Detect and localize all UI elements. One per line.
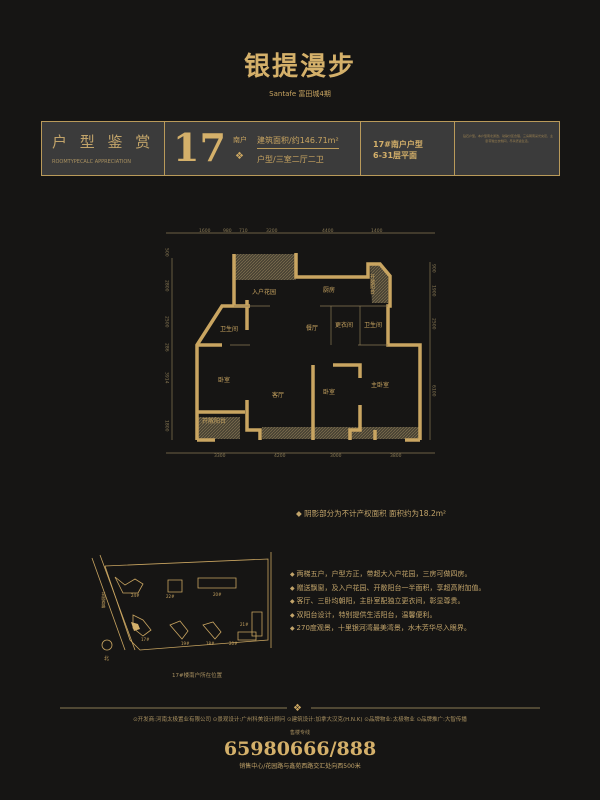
shaded-areas [198, 254, 420, 439]
room-label: 开敞阳台 [369, 274, 375, 295]
dim-label: 3800 [390, 453, 402, 459]
dim-label: 1600 [199, 228, 211, 234]
building-label: 24# [131, 593, 140, 598]
dim-label: 2500 [431, 318, 437, 330]
room-label: 卫生间 [364, 321, 382, 329]
dim-label: 2800 [164, 280, 170, 292]
building-label: 21# [240, 622, 249, 627]
room-label: 卫生间 [220, 325, 238, 333]
room-label: 入户花园 [252, 288, 276, 296]
highlighted-building [131, 622, 140, 631]
credits: ⊙开发商:河南太极置业有限公司 ⊙景观设计:广州科美设计顾问 ⊙建筑设计:加拿大… [133, 717, 467, 723]
feature-item: 两梯五户，户型方正，带超大入户花园，三房可做四房。 [290, 568, 486, 582]
dim-label: 3200 [266, 228, 278, 234]
feature-item: 赠送飘窗，及入户花园、开敞阳台一半面积，享超高附加值。 [290, 582, 486, 596]
dim-label: 500 [164, 248, 170, 257]
room-label: 卧室 [323, 388, 335, 396]
hotline-label: 售楼专线 [289, 730, 310, 736]
site-plan [91, 552, 272, 651]
description-cell: 钻石户型。本户型南北通透，动静分区合理，三房朝南采光充足，主卧带独立衣帽间，尽享… [455, 122, 559, 175]
plan-title-1: 17#南户户型 [373, 140, 423, 149]
ornament-icon: ❖ [293, 703, 302, 714]
dim-label: 2500 [164, 316, 170, 328]
room-label: 厨房 [323, 286, 335, 294]
room-label: 卧室 [218, 376, 230, 384]
room-label: 餐厅 [306, 324, 318, 332]
dim-label: 1800 [164, 420, 170, 432]
site-caption: 17#楼南户所在位置 [172, 671, 223, 679]
dim-label: 6100 [431, 385, 437, 397]
room-label: 开敞阳台 [202, 417, 226, 425]
info-bar: 户 型 鉴 赏 ROOMTYPECALC APPRECIATION 17 南户 … [41, 121, 560, 176]
phone-number: 65980666/888 [223, 738, 377, 760]
north-label: 北 [104, 655, 109, 662]
shaded-note-text: 阴影部分为不计产权面积 面积约为18.2m² [304, 509, 447, 518]
dim-label: 1900 [431, 285, 437, 297]
building-label: 22# [166, 594, 175, 599]
unit-suffix: 南户 [233, 136, 247, 144]
room-label: 主卧室 [371, 381, 389, 389]
dim-label: 3300 [214, 453, 226, 459]
unit-number: 17 [173, 125, 226, 170]
building-label: 20# [213, 592, 222, 597]
room-label: 客厅 [272, 391, 284, 399]
plan-title-cell: 17#南户户型 6-31层平面 [361, 122, 455, 175]
dim-label: 980 [223, 228, 232, 234]
dim-label: 1400 [371, 228, 383, 234]
dim-label: 3914 [164, 372, 170, 384]
dimensions: 1600 980 710 3200 4400 1400 3300 4200 30… [164, 228, 437, 459]
heading-en: ROOMTYPECALC APPRECIATION [52, 159, 132, 165]
area-text: 建筑面积/约146.71m² [257, 136, 339, 149]
feature-item: 270度观景，十里银河湾最美湾景，水木芳华尽入眼界。 [290, 622, 486, 636]
feature-item: 双阳台设计，特别提供生活阳台，温馨便利。 [290, 609, 486, 623]
dim-label: 4200 [274, 453, 286, 459]
heading-cn: 户 型 鉴 赏 [52, 133, 155, 151]
building-label: 19# [181, 641, 190, 646]
brand-subtitle: Santafe 富田城4期 [269, 90, 331, 98]
dim-label: 710 [239, 228, 248, 234]
ornament-icon: ❖ [235, 151, 244, 162]
shaded-note: ◆ 阴影部分为不计产权面积 面积约为18.2m² [296, 509, 447, 518]
dim-label: 4400 [322, 228, 334, 234]
feature-item: 客厅、三卧均朝阳，主卧室配独立更衣间，彰显尊贵。 [290, 595, 486, 609]
layout-text: 户型/三室二厅二卫 [257, 155, 324, 164]
sales-address: 销售中心/花园路与鑫苑西路交汇处向西500米 [239, 763, 361, 770]
heading-cell: 户 型 鉴 赏 ROOMTYPECALC APPRECIATION [42, 122, 165, 175]
brand-title: 银提漫步 [243, 52, 356, 82]
feature-list: 两梯五户，户型方正，带超大入户花园，三房可做四房。 赠送飘窗，及入户花园、开敞阳… [290, 568, 486, 636]
building-label: 17# [141, 637, 150, 642]
dim-label: 3000 [330, 453, 342, 459]
dim-label: 900 [431, 264, 437, 273]
unit-cell: 17 南户 ❖ 建筑面积/约146.71m² 户型/三室二厅二卫 [165, 122, 361, 175]
building-label: 18# [206, 641, 215, 646]
room-label: 更衣间 [335, 321, 353, 329]
road-label: 花园西路 [102, 591, 107, 609]
plan-title-2: 6-31层平面 [373, 151, 418, 160]
description-text: 钻石户型。本户型南北通透，动静分区合理，三房朝南采光充足，主卧带独立衣帽间，尽享… [463, 134, 554, 143]
dim-label: 286 [164, 343, 170, 352]
thin-lines [166, 232, 435, 454]
building-label: 20# [229, 641, 238, 646]
room-labels: 入户花园 厨房 开敞阳台 卫生间 餐厅 更衣间 卫生间 卧室 客厅 卧室 主卧室… [202, 274, 389, 425]
site-labels: 24# 22# 20# 21# 17# 19# 18# 20# 花园西路 北 [102, 591, 250, 662]
